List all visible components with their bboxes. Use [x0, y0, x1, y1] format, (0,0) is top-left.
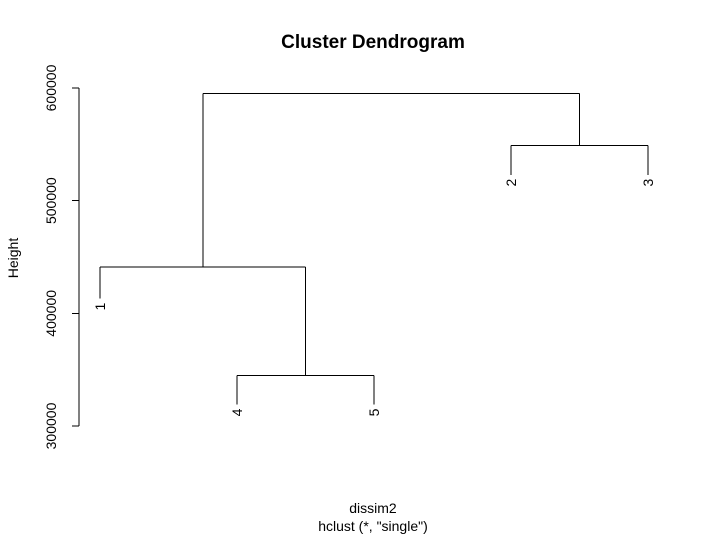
y-axis: 300000 400000 500000 600000	[43, 64, 80, 449]
y-axis-label: Height	[5, 238, 21, 279]
leaf-labels: 1 4 5 2 3	[92, 179, 656, 417]
y-tick-label: 300000	[43, 402, 59, 449]
leaf-label-5: 5	[366, 408, 382, 416]
y-tick-label: 400000	[43, 290, 59, 337]
leaf-label-2: 2	[503, 179, 519, 187]
x-axis-sublabel: hclust (*, "single")	[318, 518, 428, 534]
y-tick-label: 600000	[43, 64, 59, 111]
leaf-label-4: 4	[229, 408, 245, 416]
merge-1	[510, 144, 649, 175]
merge-2	[99, 266, 306, 376]
x-axis-label: dissim2	[349, 500, 397, 516]
merge-3	[202, 93, 580, 268]
dendrogram-branches	[99, 93, 649, 405]
merge-0	[236, 374, 375, 405]
leaf-label-3: 3	[640, 179, 656, 187]
leaf-label-1: 1	[92, 302, 108, 310]
chart-title: Cluster Dendrogram	[281, 32, 465, 53]
y-tick-label: 500000	[43, 177, 59, 224]
